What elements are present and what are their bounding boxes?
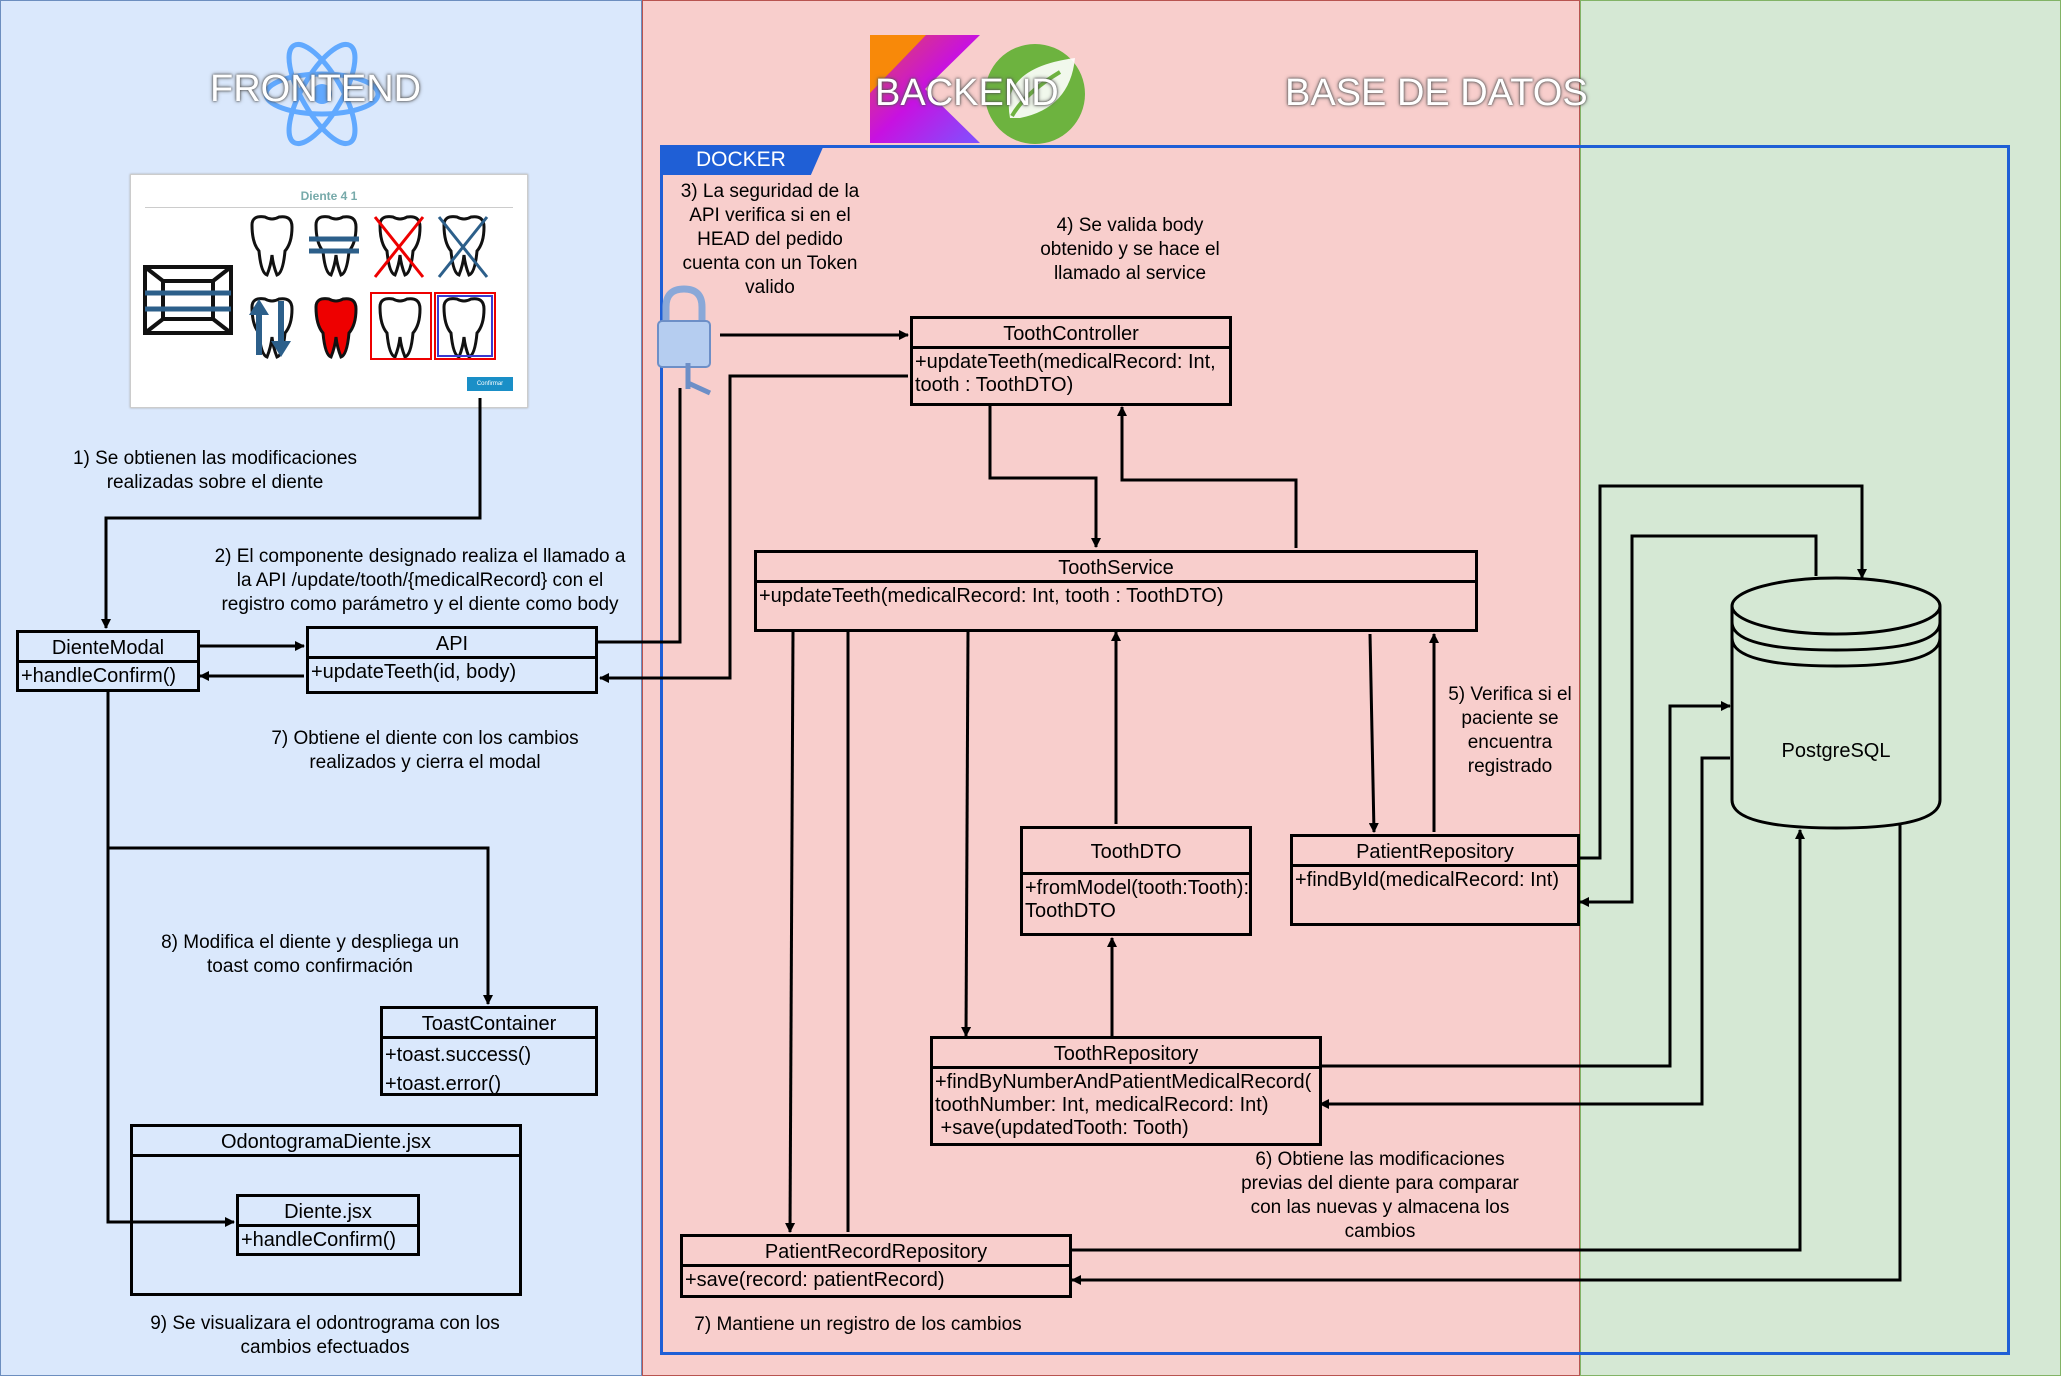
class-methods: +fromModel(tooth:Tooth): ToothDTO [1025,877,1249,922]
class-name: ToothDTO [1023,829,1249,875]
patient-record-repository-class: PatientRecordRepository +save(record: pa… [680,1234,1072,1298]
class-methods: +handleConfirm() [21,665,177,687]
step-8-note: 8) Modifica el diente y despliega un toa… [161,932,459,977]
class-name: OdontogramaDiente.jsx [133,1127,519,1157]
docker-container-frame [660,145,2010,1355]
backend-title: BACKEND [875,72,1059,114]
class-name: ToothService [757,553,1475,583]
react-logo-icon [263,41,381,147]
class-methods: +findById(medicalRecord: Int) [1295,869,1560,891]
class-name: ToothController [913,319,1229,349]
tooth-modal-screenshot: Diente 4 1 [130,174,528,408]
database-title: BASE DE DATOS [1285,72,1588,114]
step-3-note: 3) La seguridad de la API verifica si en… [680,181,860,298]
confirm-button[interactable]: Confirmar [467,377,513,391]
tooth-dto-class: ToothDTO +fromModel(tooth:Tooth): ToothD… [1020,826,1252,936]
diente-jsx-class: Diente.jsx +handleConfirm() [236,1194,420,1256]
database-label: PostgreSQL [1781,740,1891,762]
step-5-note: 5) Verifica si el paciente se encuentra … [1448,684,1572,777]
step-1-note: 1) Se obtienen las modificaciones realiz… [72,448,358,493]
class-name: ToothRepository [933,1039,1319,1069]
tooth-icons [143,215,496,360]
class-methods: +findByNumberAndPatientMedicalRecord( to… [935,1071,1312,1139]
api-class: API +updateTeeth(id, body) [306,626,598,694]
tooth-service-class: ToothService +updateTeeth(medicalRecord:… [754,550,1478,632]
backend-zone [642,0,1580,1376]
class-methods: +updateTeeth(id, body) [311,661,517,683]
step-7-backend-note: 7) Mantiene un registro de los cambios [694,1314,1022,1335]
lock-icon [657,285,712,396]
class-methods: +updateTeeth(medicalRecord: Int, tooth :… [915,351,1216,396]
step-7-frontend-note: 7) Obtiene el diente con los cambios rea… [271,728,579,773]
frontend-title: FRONTEND [210,68,422,110]
odontograma-diente-class: OdontogramaDiente.jsx [130,1124,522,1296]
step-6-note: 6) Obtiene las modificaciones previas de… [1241,1149,1519,1242]
class-methods: +toast.success() +toast.error() [385,1044,532,1095]
class-methods: +save(record: patientRecord) [685,1269,945,1291]
class-name: DienteModal [19,633,197,663]
tooth-controller-class: ToothController +updateTeeth(medicalReco… [910,316,1232,406]
diente-modal-class: DienteModal +handleConfirm() [16,630,200,692]
class-name: API [309,629,595,659]
class-name: PatientRepository [1293,837,1577,867]
kotlin-logo-icon [870,35,980,143]
patient-repository-class: PatientRepository +findById(medicalRecor… [1290,834,1580,926]
step-4-note: 4) Se valida body obtenido y se hace el … [1040,215,1220,284]
toast-container-class: ToastContainer +toast.success() +toast.e… [380,1006,598,1096]
class-name: PatientRecordRepository [683,1237,1069,1267]
step-9-note: 9) Se visualizara el odontrograma con lo… [150,1313,500,1358]
screenshot-title: Diente 4 1 [300,189,358,203]
step-2-note: 2) El componente designado realiza el ll… [214,546,626,615]
class-name: ToastContainer [383,1009,595,1039]
spring-logo-icon [985,44,1085,144]
docker-label: DOCKER [660,145,824,175]
tooth-repository-class: ToothRepository +findByNumberAndPatientM… [930,1036,1322,1146]
class-name: Diente.jsx [239,1197,417,1227]
postgresql-database-icon [1730,576,1942,830]
class-methods: +updateTeeth(medicalRecord: Int, tooth :… [759,585,1224,607]
class-methods: +handleConfirm() [241,1229,397,1251]
